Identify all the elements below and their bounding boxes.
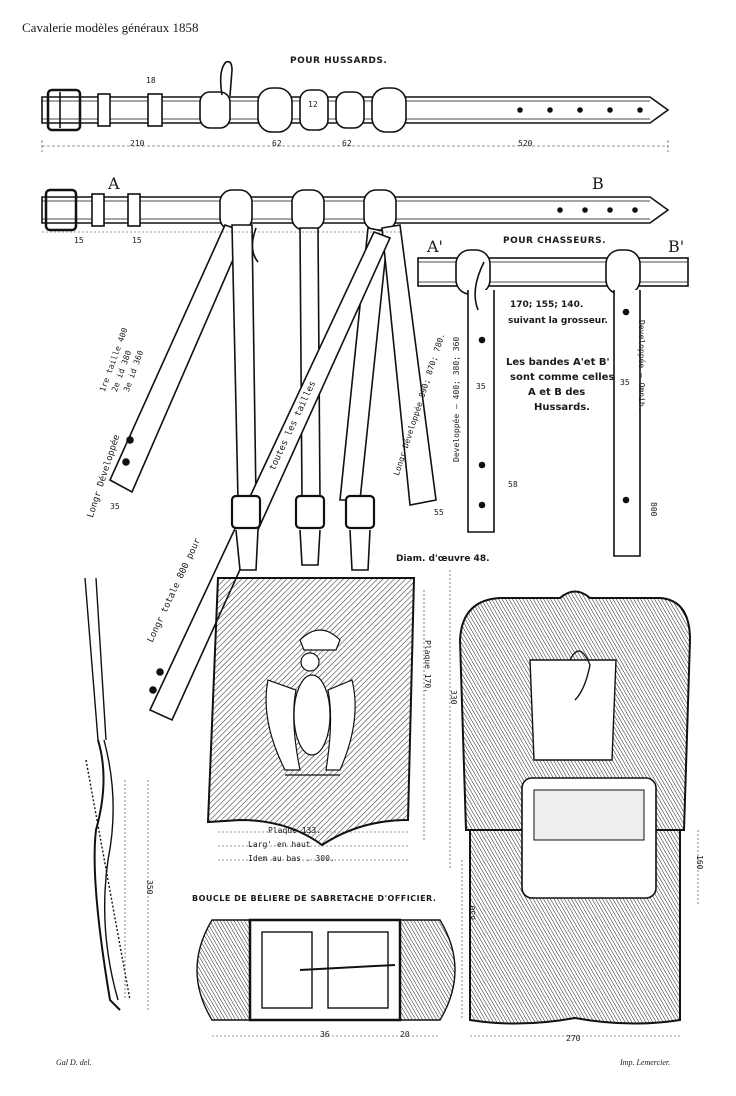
chasseurs-label: POUR CHASSEURS. — [503, 236, 607, 246]
sizes-sub-note: suivant la grosseur. — [508, 316, 608, 326]
larg-haut: Larg' en haut — [248, 840, 311, 849]
letter-b: B — [592, 174, 604, 193]
dim-15-a: 15 — [74, 236, 84, 245]
dim-35-b: 35 — [620, 378, 630, 387]
dim-15-b: 15 — [132, 236, 142, 245]
letter-b-prime: B' — [668, 237, 685, 256]
dim-12: 12 — [308, 100, 318, 109]
officer-buckle — [196, 918, 456, 1022]
dim-58: 58 — [508, 480, 518, 489]
dim-210: 210 — [130, 139, 145, 148]
buckle-label: BOUCLE DE BÉLIERE DE SABRETACHE D'OFFICI… — [192, 894, 437, 903]
dim-55: 55 — [434, 508, 444, 517]
bands-line-2: sont comme celles — [510, 372, 615, 383]
developpee-right-label: Developpée — Omnib. — [637, 320, 646, 412]
sizes-note: 170; 155; 140. — [510, 300, 584, 310]
dim-350-label: 350 — [145, 880, 154, 895]
letter-a-prime: A' — [427, 237, 443, 256]
dimension-lines — [42, 231, 699, 1037]
hussard-dimension-line — [41, 140, 669, 152]
dim-35-c: 35 — [110, 502, 120, 511]
letter-a: A — [108, 174, 120, 193]
plate-title: Cavalerie modèles généraux 1858 — [22, 20, 199, 35]
dim-800-label: 800 — [649, 502, 658, 517]
hussard-belt-straps — [41, 188, 670, 722]
plaque-170-label: Plaque 170. — [423, 640, 432, 693]
signature-left: Gal D. del. — [56, 1058, 92, 1067]
bands-line-3: A et B des — [528, 387, 586, 398]
dim-36: 36 — [320, 1030, 330, 1039]
dim-270: 270 — [566, 1034, 581, 1043]
dim-35-a: 35 — [476, 382, 486, 391]
signature-right: Imp. Lemercier. — [620, 1058, 671, 1067]
chasseur-belt — [417, 249, 689, 557]
bands-line-1: Les bandes A'et B' — [506, 357, 610, 368]
hussard-belt — [41, 60, 670, 133]
sabretache-profile — [84, 577, 131, 1011]
plaque-133: Plaque 133. — [268, 826, 321, 835]
dim-160-label: 160 — [695, 855, 704, 870]
sabretache-open — [458, 590, 692, 1025]
sabretache-front — [206, 577, 416, 847]
dim-20: 20 — [400, 1030, 410, 1039]
dim-62-a: 62 — [272, 139, 282, 148]
eagle-emblem — [265, 629, 356, 776]
hussards-label: POUR HUSSARDS. — [290, 56, 388, 66]
dim-18: 18 — [146, 76, 156, 85]
developpee-left-label: Developpée — 400; 380; 360 — [452, 336, 461, 462]
dim-62-b: 62 — [342, 139, 352, 148]
idem-bas: Idem au bas . 300. — [248, 854, 335, 863]
dim-330-label: 330 — [449, 690, 458, 705]
dim-520: 520 — [518, 139, 533, 148]
dim-830-label: 830 — [468, 905, 477, 920]
diam-note: Diam. d'œuvre 48. — [396, 554, 490, 564]
bands-line-4: Hussards. — [534, 402, 590, 413]
